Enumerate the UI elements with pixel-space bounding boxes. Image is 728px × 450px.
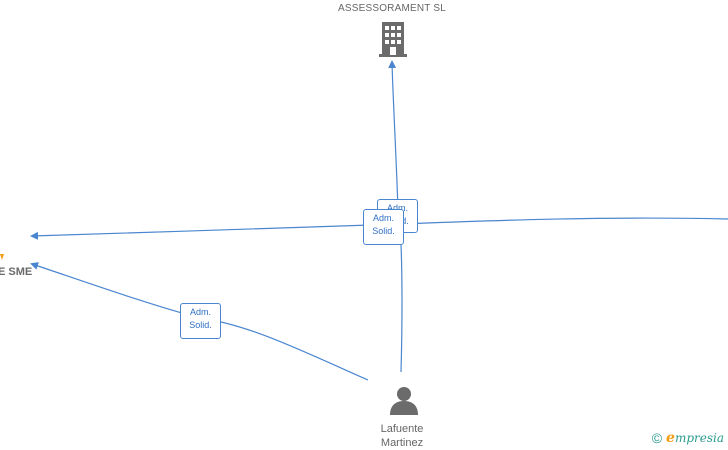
brand-initial: e	[666, 430, 675, 446]
edge-label-front-line1: Adm.	[372, 213, 394, 223]
person-icon	[390, 387, 418, 415]
company-accent-mark	[0, 254, 4, 260]
edge-label-back-line1: Adm.	[386, 203, 408, 213]
edge-label-front-line2: Solid.	[372, 226, 395, 236]
edge-label-left-line2: Solid.	[189, 320, 212, 330]
edge-label-front[interactable]: Adm. Solid.	[363, 209, 404, 245]
brand-name: mpresia	[674, 431, 724, 445]
top-company-label[interactable]: ASSESSORAMENT SL	[337, 3, 447, 14]
person-label[interactable]: Lafuente Martinez	[362, 422, 442, 450]
edge-label-left-line1: Adm.	[189, 307, 211, 317]
building-icon	[379, 22, 407, 57]
copyright-symbol: ©	[651, 430, 663, 446]
left-company-label[interactable]: E SME	[0, 266, 33, 278]
edge-label-left[interactable]: Adm. Solid.	[180, 303, 221, 339]
person-label-line2: Martinez	[380, 437, 424, 449]
person-label-line1: Lafuente	[380, 423, 424, 435]
empresia-watermark: © e mpresia	[652, 430, 724, 446]
